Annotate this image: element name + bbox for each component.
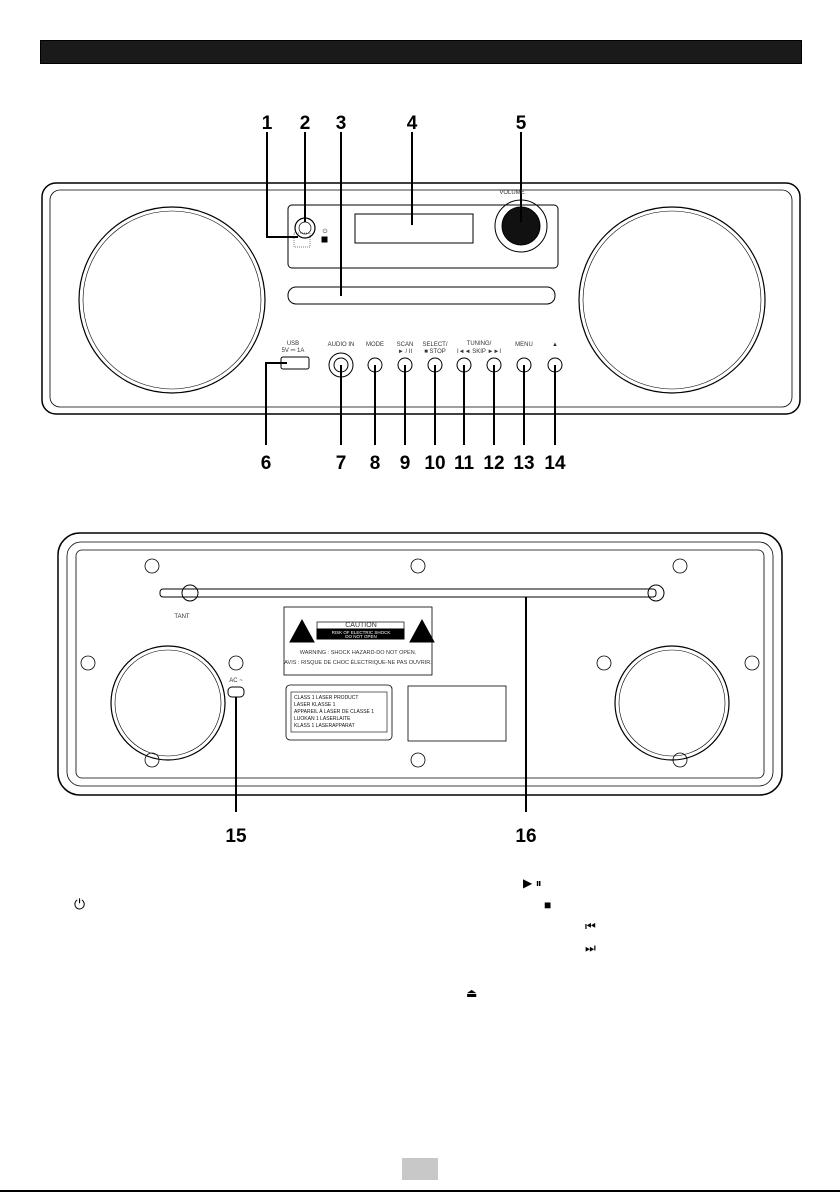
- blank-label: [407, 685, 507, 742]
- svg-text:WARNING : SHOCK HAZARD-DO NOT: WARNING : SHOCK HAZARD-DO NOT OPEN.: [300, 650, 417, 656]
- right-rear-port: [614, 645, 730, 761]
- page-number-box: [402, 1158, 438, 1180]
- ir-sensor-grille: [293, 232, 311, 248]
- svg-text:AUDIO IN: AUDIO IN: [328, 342, 355, 348]
- svg-text:DO NOT OPEN: DO NOT OPEN: [345, 634, 376, 639]
- svg-text:7: 7: [336, 453, 347, 474]
- svg-text:6: 6: [261, 453, 272, 474]
- left-rear-port: [110, 645, 226, 761]
- footer-rule: [0, 1190, 840, 1192]
- svg-text:12: 12: [483, 453, 504, 474]
- svg-text:APPAREIL À LASER DE CLASSE 1: APPAREIL À LASER DE CLASSE 1: [294, 708, 374, 715]
- svg-text:CLASS 1 LASER PRODUCT: CLASS 1 LASER PRODUCT: [294, 695, 358, 701]
- svg-text:TUNING/: TUNING/: [467, 341, 492, 347]
- svg-text:5V ⎓ 1A: 5V ⎓ 1A: [282, 348, 305, 354]
- svg-text:14: 14: [544, 453, 566, 474]
- svg-text:▲: ▲: [552, 342, 558, 348]
- play-pause-icon: ▶ ⏸: [523, 876, 542, 890]
- svg-text:⏻: ⏻: [323, 228, 328, 235]
- svg-text:2: 2: [300, 113, 311, 134]
- svg-text:MODE: MODE: [366, 342, 384, 348]
- power-icon: ⏻: [74, 896, 86, 912]
- laser-label: [285, 684, 393, 741]
- svg-text:CAUTION: CAUTION: [345, 622, 377, 629]
- rear-callouts: 15 16: [225, 826, 536, 847]
- svg-text:LUOKAN 1 LASERLAITE: LUOKAN 1 LASERLAITE: [294, 716, 351, 722]
- antenna: [159, 588, 657, 598]
- svg-text:13: 13: [513, 453, 534, 474]
- svg-text:SELECT/: SELECT/: [422, 342, 447, 348]
- rear-labels: TANT AC ~ CAUTION RISK OF ELECTRIC SHOCK…: [174, 614, 432, 729]
- svg-text:8: 8: [370, 453, 381, 474]
- svg-text:1: 1: [262, 113, 273, 134]
- svg-text:KLASS 1 LASERAPPARAT: KLASS 1 LASERAPPARAT: [294, 723, 355, 729]
- right-speaker: [578, 206, 766, 394]
- svg-text:RISK OF ELECTRIC SHOCK: RISK OF ELECTRIC SHOCK: [332, 630, 391, 635]
- left-speaker: [78, 206, 266, 394]
- svg-text:9: 9: [400, 453, 411, 474]
- svg-text:I◄◄ SKIP ►►I: I◄◄ SKIP ►►I: [457, 349, 501, 355]
- svg-text:TANT: TANT: [174, 614, 190, 620]
- skip-forward-icon: ⏭: [585, 941, 596, 955]
- section-header-bar: [40, 40, 802, 64]
- stop-icon: ■: [544, 898, 552, 912]
- svg-text:4: 4: [407, 113, 418, 134]
- svg-text:USB: USB: [287, 341, 299, 347]
- skip-back-icon: ⏮: [585, 919, 596, 933]
- svg-text:10: 10: [424, 453, 445, 474]
- screws: [80, 558, 760, 768]
- svg-text:VOLUME: VOLUME: [499, 190, 524, 196]
- svg-text:MENU: MENU: [515, 342, 533, 348]
- svg-text:5: 5: [516, 113, 527, 134]
- svg-text:3: 3: [336, 113, 347, 134]
- display: [354, 213, 474, 244]
- front-view: [41, 132, 801, 445]
- ac-inlet: [227, 686, 245, 698]
- svg-text:AVIS : RISQUE DE CHOC ÉLECTRIQ: AVIS : RISQUE DE CHOC ÉLECTRIQUE-NE PAS …: [284, 659, 432, 666]
- eject-icon: ⏏: [466, 986, 478, 1000]
- front-panel-labels: VOLUME ⏻ USB 5V ⎓ 1A AUDIO IN MODE SCAN …: [282, 190, 558, 355]
- svg-text:11: 11: [454, 453, 475, 474]
- svg-text:15: 15: [225, 826, 247, 847]
- front-callouts: 1 2 3 4 5 6 7 8 9 10 11 12 13 14: [261, 113, 566, 474]
- svg-text:► / II: ► / II: [398, 349, 413, 355]
- svg-text:■ STOP: ■ STOP: [424, 349, 446, 355]
- cd-slot: [287, 286, 556, 305]
- svg-text:SCAN: SCAN: [397, 342, 414, 348]
- svg-text:AC ~: AC ~: [229, 678, 243, 684]
- svg-text:LASER KLASSE 1: LASER KLASSE 1: [294, 702, 336, 708]
- rear-view: [57, 532, 783, 812]
- svg-text:16: 16: [515, 826, 536, 847]
